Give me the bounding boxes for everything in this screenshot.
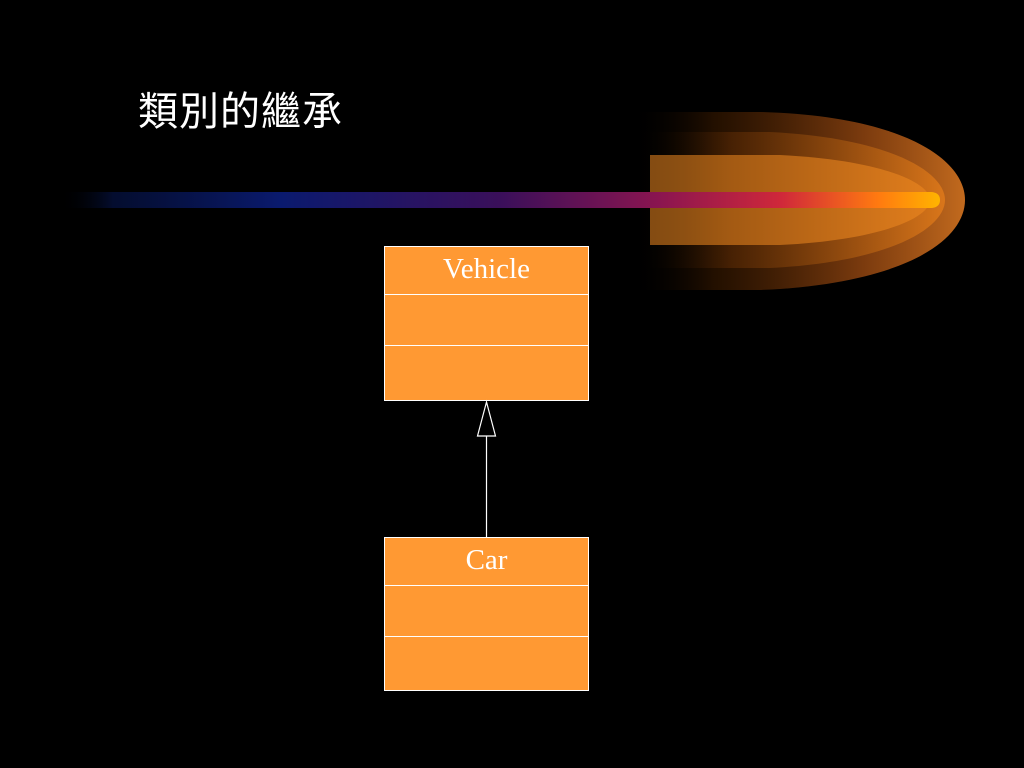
class-name-compartment: Vehicle	[385, 244, 588, 295]
slide-title: 類別的繼承	[138, 89, 343, 135]
uml-class-car: Car	[384, 537, 589, 691]
class-name-car: Car	[465, 544, 508, 576]
methods-compartment	[385, 637, 588, 688]
attributes-compartment	[385, 586, 588, 637]
uml-class-vehicle: Vehicle	[384, 246, 589, 401]
attributes-compartment	[385, 295, 588, 346]
class-name-compartment: Car	[385, 535, 588, 586]
class-name-vehicle: Vehicle	[443, 253, 530, 285]
methods-compartment	[385, 346, 588, 397]
